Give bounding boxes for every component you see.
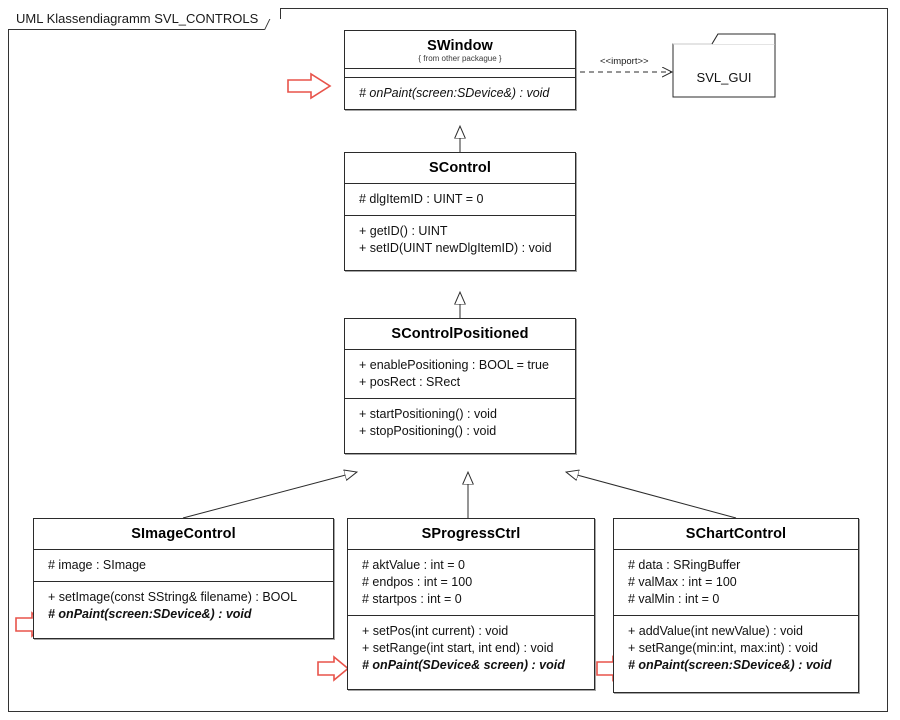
operations-compartment-swindow: # onPaint(screen:SDevice&) : void [345,77,575,109]
operation-sprogressctrl-setpos: + setPos(int current) : void [362,624,509,638]
package-svl-gui-label: SVL_GUI [696,70,752,85]
attribute-scontrolpositioned-posrect: + posRect : SRect [359,375,461,389]
attribute-schartcontrol-valmin: # valMin : int = 0 [628,592,720,606]
attributes-compartment-schartcontrol: # data : SRingBuffer # valMax : int = 10… [614,549,858,615]
operations-compartment-scontrol: + getID() : UINT + setID(UINT newDlgItem… [345,215,575,264]
attribute-sprogressctrl-endpos: # endpos : int = 100 [362,575,473,589]
attributes-compartment-sprogressctrl: # aktValue : int = 0 # endpos : int = 10… [348,549,594,615]
operation-sprogressctrl-onpaint: # onPaint(SDevice& screen) : void [362,658,565,672]
operation-swindow-onpaint: # onPaint(screen:SDevice&) : void [359,86,550,100]
import-stereotype-label: <<import>> [600,56,649,67]
class-name-simagecontrol: SImageControl [131,526,236,542]
attribute-schartcontrol-data: # data : SRingBuffer [628,558,741,572]
operation-scontrolpositioned-startpositioning: + startPositioning() : void [359,407,497,421]
operation-scontrolpositioned-stoppositioning: + stopPositioning() : void [359,424,497,438]
operation-scontrol-getid: + getID() : UINT [359,224,448,238]
attributes-compartment-scontrolpositioned: + enablePositioning : BOOL = true + posR… [345,349,575,398]
class-box-scontrolpositioned[interactable]: SControlPositioned + enablePositioning :… [344,318,576,454]
class-name-scontrolpositioned: SControlPositioned [391,326,529,342]
attributes-compartment-swindow [345,68,575,77]
class-name-schartcontrol: SChartControl [685,526,787,542]
class-box-swindow[interactable]: SWindow { from other packague } # onPain… [344,30,576,110]
attribute-schartcontrol-valmax: # valMax : int = 100 [628,575,737,589]
operation-schartcontrol-setrange: + setRange(min:int, max:int) : void [628,641,819,655]
operations-compartment-sprogressctrl: + setPos(int current) : void + setRange(… [348,615,594,681]
class-box-simagecontrol[interactable]: SImageControl # image : SImage + setImag… [33,518,334,639]
attributes-compartment-scontrol: # dlgItemID : UINT = 0 [345,183,575,215]
attribute-sprogressctrl-aktvalue: # aktValue : int = 0 [362,558,465,572]
diagram-frame-label: UML Klassendiagramm SVL_CONTROLS [8,8,282,30]
operation-simagecontrol-setimage: + setImage(const SString& filename) : BO… [48,590,298,604]
operations-compartment-simagecontrol: + setImage(const SString& filename) : BO… [34,581,333,630]
operation-sprogressctrl-setrange: + setRange(int start, int end) : void [362,641,554,655]
attribute-scontrol-dlgitemid: # dlgItemID : UINT = 0 [359,192,484,206]
attributes-compartment-simagecontrol: # image : SImage [34,549,333,581]
class-name-sprogressctrl: SProgressCtrl [421,526,521,542]
class-box-scontrol[interactable]: SControl # dlgItemID : UINT = 0 + getID(… [344,152,576,271]
class-box-sprogressctrl[interactable]: SProgressCtrl # aktValue : int = 0 # end… [347,518,595,690]
operation-simagecontrol-onpaint: # onPaint(screen:SDevice&) : void [48,607,252,621]
operations-compartment-schartcontrol: + addValue(int newValue) : void + setRan… [614,615,858,681]
attribute-simagecontrol-image: # image : SImage [48,558,146,572]
diagram-frame [8,8,888,712]
class-stereotype-swindow: { from other packague } [418,54,502,63]
operations-compartment-scontrolpositioned: + startPositioning() : void + stopPositi… [345,398,575,447]
class-box-schartcontrol[interactable]: SChartControl # data : SRingBuffer # val… [613,518,859,693]
operation-schartcontrol-addvalue: + addValue(int newValue) : void [628,624,803,638]
attribute-sprogressctrl-startpos: # startpos : int = 0 [362,592,462,606]
operation-scontrol-setid: + setID(UINT newDlgItemID) : void [359,241,552,255]
class-name-scontrol: SControl [428,160,491,176]
attribute-scontrolpositioned-enablepositioning: + enablePositioning : BOOL = true [359,358,549,372]
class-name-swindow: SWindow [427,38,493,54]
package-svl-gui[interactable]: SVL_GUI [673,44,775,97]
operation-schartcontrol-onpaint: # onPaint(screen:SDevice&) : void [628,658,832,672]
